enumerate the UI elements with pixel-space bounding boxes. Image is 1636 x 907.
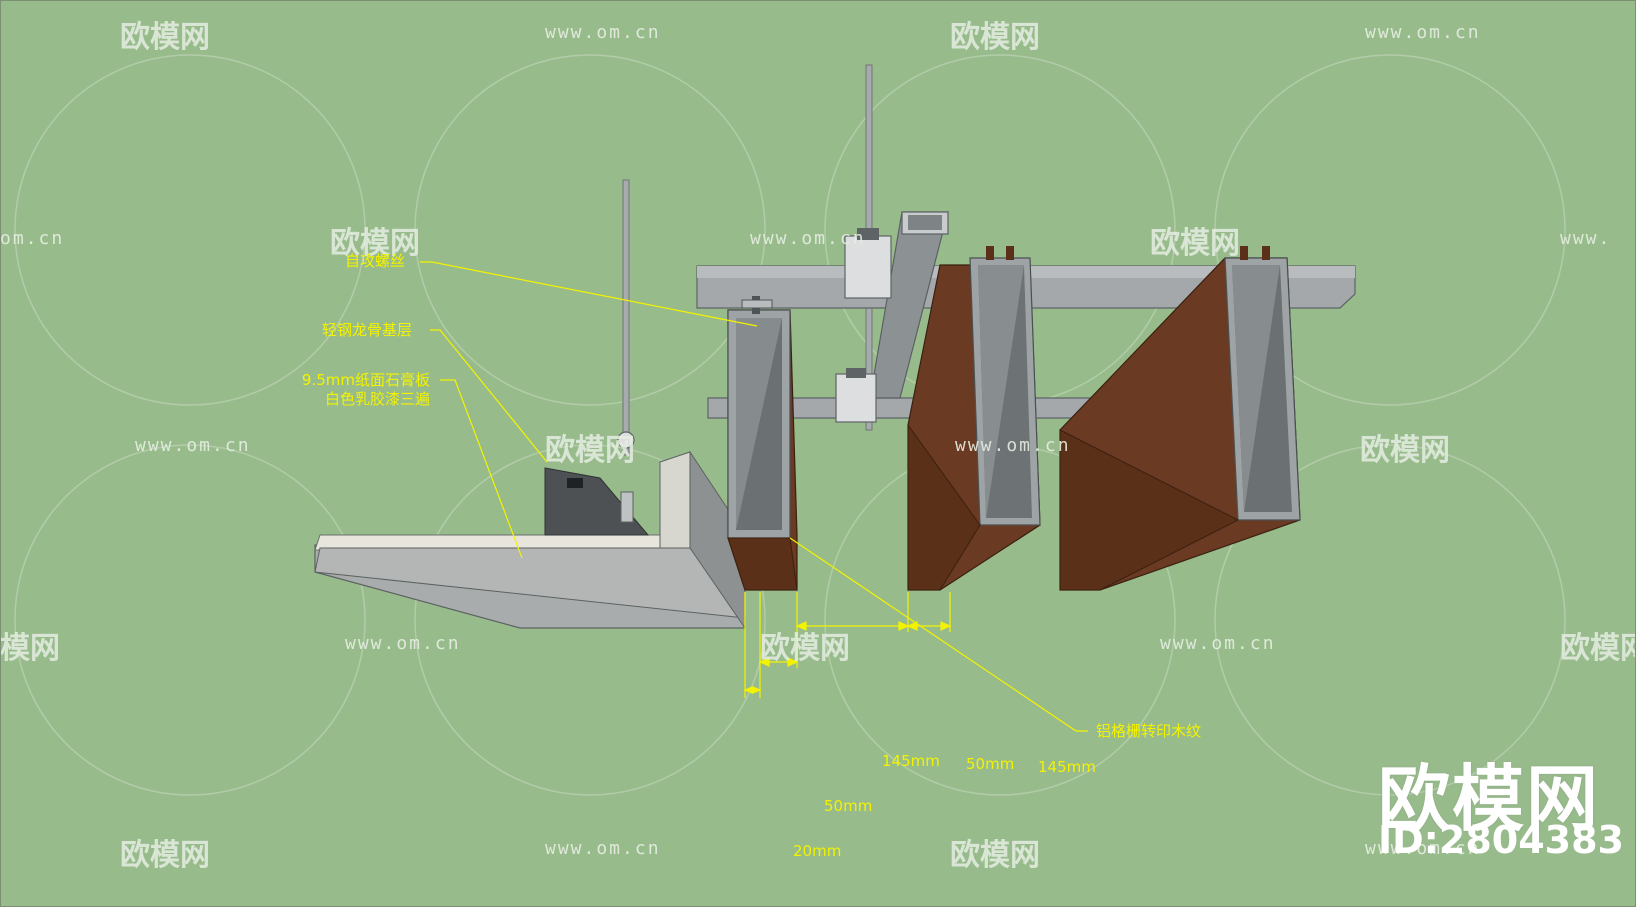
leader-grille (789, 537, 1088, 732)
watermark-brand: 欧模网 (1360, 433, 1450, 468)
watermark-url: www.om.cn (545, 22, 661, 43)
dimension-label: 50mm (966, 755, 1015, 773)
watermark-brand: 欧模网 (950, 838, 1040, 873)
watermark-brand: 欧模网 (1150, 226, 1240, 261)
watermark-brand: 欧模网 (545, 433, 635, 468)
dimension-label: 145mm (1038, 758, 1096, 776)
watermark-url: www.om.cn (1365, 22, 1481, 43)
watermark-url: www.om.cn (345, 633, 461, 654)
watermark-logo: 欧模网 (1378, 757, 1601, 841)
watermark-url: www.om.cn (1365, 838, 1481, 859)
watermark-brand: 欧模网 (760, 631, 850, 666)
watermark-url-fragment: om.cn (0, 228, 65, 249)
watermark-brand: 欧模网 (950, 20, 1040, 55)
label-gypsum-board-line1: 9.5mm纸面石膏板 (301, 371, 430, 389)
watermark-model-id: ID:2804383 (1378, 818, 1624, 862)
watermark-url: www.om.cn (1160, 633, 1276, 654)
watermark-brand-partial: 模网 (0, 631, 60, 666)
watermark-url: www.om.cn (135, 435, 251, 456)
watermark-brand: 欧模网 (120, 838, 210, 873)
watermark-brand: 欧模网 (1560, 631, 1636, 666)
label-aluminum-grille: 铝格栅转印木纹 (1096, 722, 1202, 740)
dimension-label: 20mm (793, 842, 842, 860)
hanger-clip-lower (835, 373, 877, 423)
watermark-url: www.om.cn (545, 838, 661, 859)
dimension-label: 50mm (824, 797, 873, 815)
label-self-tapping-screw: 自攻螺丝 (345, 252, 406, 270)
leader-screw (420, 261, 758, 327)
label-gypsum-board-line2: 白色乳胶漆三遍 (324, 390, 430, 408)
watermark-url: www.om.cn (750, 228, 866, 249)
watermark-brand: 欧模网 (330, 226, 420, 261)
label-light-steel-keel: 轻钢龙骨基层 (322, 321, 413, 339)
leader-gypsum (440, 379, 523, 559)
hanger-clip-upper (844, 235, 892, 299)
leader-keel (430, 329, 548, 463)
watermark-brand: 欧模网 (120, 20, 210, 55)
watermark-url-partial: www. (1560, 228, 1612, 249)
hanger-rod-left (622, 179, 630, 456)
watermark-url: www.om.cn (955, 435, 1071, 456)
dimension-label: 145mm (882, 752, 940, 770)
